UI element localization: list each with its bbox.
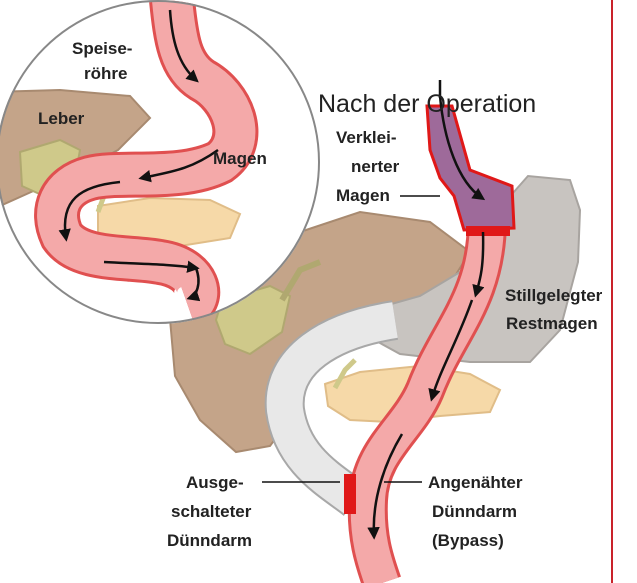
small-pouch-shape (427, 106, 514, 230)
svg-text:Ausge-: Ausge- (186, 473, 244, 492)
svg-text:Verklei-: Verklei- (336, 128, 397, 147)
suture-top (466, 226, 510, 236)
label-verkleinerter-magen: Verklei- nerter Magen (336, 128, 400, 205)
svg-text:Leber: Leber (38, 109, 85, 128)
svg-text:röhre: röhre (84, 64, 127, 83)
title-label: Nach der Operation (318, 90, 536, 118)
svg-text:Magen: Magen (213, 149, 267, 168)
svg-text:Speise-: Speise- (72, 39, 132, 58)
label-magen: Magen (213, 149, 267, 168)
svg-text:Dünndarm: Dünndarm (167, 531, 252, 550)
label-ausgeschalteter-duenndarm: Ausge- schalteter Dünndarm (167, 473, 252, 550)
svg-text:Dünndarm: Dünndarm (432, 502, 517, 521)
svg-text:Angenähter: Angenähter (428, 473, 523, 492)
svg-text:Restmagen: Restmagen (506, 314, 598, 333)
svg-text:Magen: Magen (336, 186, 390, 205)
label-angenaehter-duenndarm: Angenähter Dünndarm (Bypass) (428, 473, 523, 550)
svg-text:Stillgelegter: Stillgelegter (505, 286, 603, 305)
svg-text:(Bypass): (Bypass) (432, 531, 504, 550)
label-leber: Leber (38, 109, 85, 128)
svg-text:nerter: nerter (351, 157, 400, 176)
svg-text:schalteter: schalteter (171, 502, 252, 521)
suture-anastomosis (344, 474, 356, 514)
